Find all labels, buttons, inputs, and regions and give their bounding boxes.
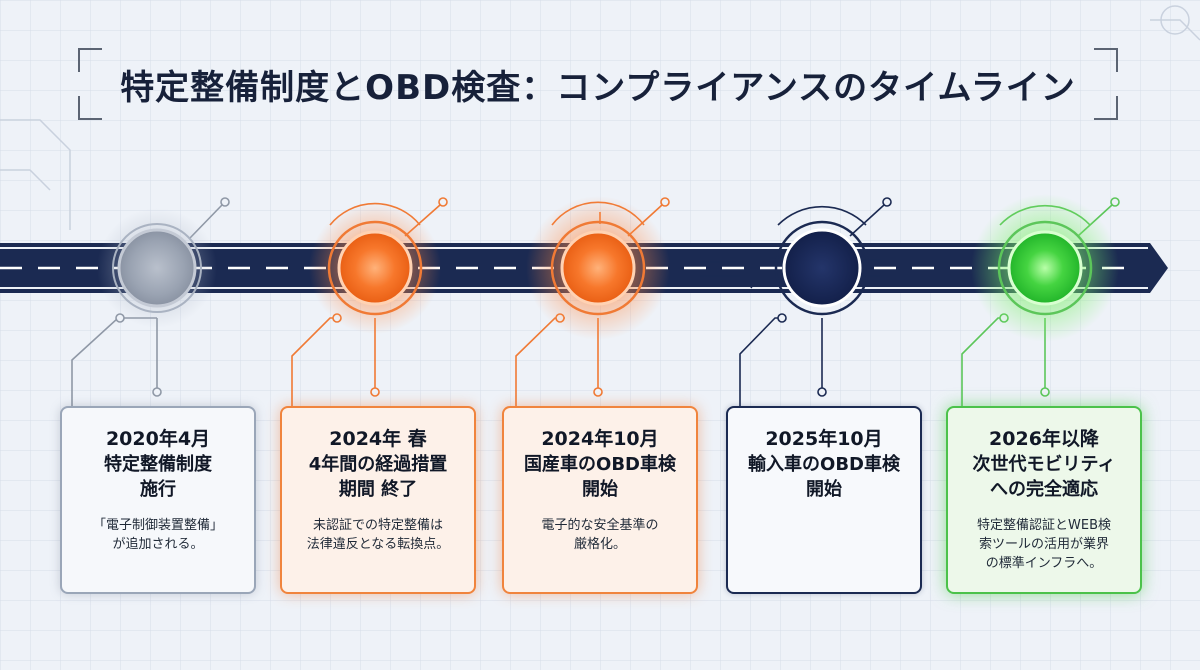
milestone-heading: 国産車のOBD車検 開始 [524, 454, 676, 500]
milestone-card-2020: 2020年4月 特定整備制度 施行 「電子制御装置整備」 が追加される。 [60, 406, 256, 594]
milestone-node-2024-oct [526, 196, 670, 340]
milestone-node-2025-oct [774, 220, 870, 316]
milestone-card-2026: 2026年以降 次世代モビリティ への完全適応 特定整備認証とWEB検 索ツール… [946, 406, 1142, 594]
milestone-heading: 特定整備制度 施行 [104, 454, 212, 500]
milestone-date: 2026年以降 [989, 428, 1099, 450]
milestone-node-2020 [97, 208, 217, 328]
milestone-date: 2024年 春 [329, 428, 427, 450]
milestone-date: 2024年10月 [541, 428, 659, 450]
milestone-description: 未認証での特定整備は 法律違反となる転換点。 [306, 518, 450, 552]
milestone-date: 2025年10月 [765, 428, 883, 450]
milestone-heading: 輸入車のOBD車検 開始 [748, 454, 900, 500]
milestone-node-2026 [971, 194, 1119, 342]
milestone-description: 特定整備認証とWEB検 索ツールの活用が業界 の標準インフラへ。 [977, 518, 1111, 571]
milestone-heading: 4年間の経過措置 期間 終了 [308, 454, 448, 500]
milestone-heading: 次世代モビリティ への完全適応 [972, 454, 1116, 500]
milestone-card-2025-oct: 2025年10月 輸入車のOBD車検 開始 [726, 406, 922, 594]
milestone-description: 電子的な安全基準の 厳格化。 [541, 518, 659, 552]
milestone-node-2024-spring [309, 202, 441, 334]
milestone-description: 「電子制御装置整備」 が追加される。 [92, 518, 223, 552]
milestone-card-2024-oct: 2024年10月 国産車のOBD車検 開始 電子的な安全基準の 厳格化。 [502, 406, 698, 594]
page-title: 特定整備制度とOBD検査：コンプライアンスのタイムライン [120, 67, 1076, 108]
milestone-card-2024-spring: 2024年 春 4年間の経過措置 期間 終了 未認証での特定整備は 法律違反とな… [280, 406, 476, 594]
title-frame: 特定整備制度とOBD検査：コンプライアンスのタイムライン [78, 48, 1118, 120]
milestone-date: 2020年4月 [105, 428, 211, 450]
